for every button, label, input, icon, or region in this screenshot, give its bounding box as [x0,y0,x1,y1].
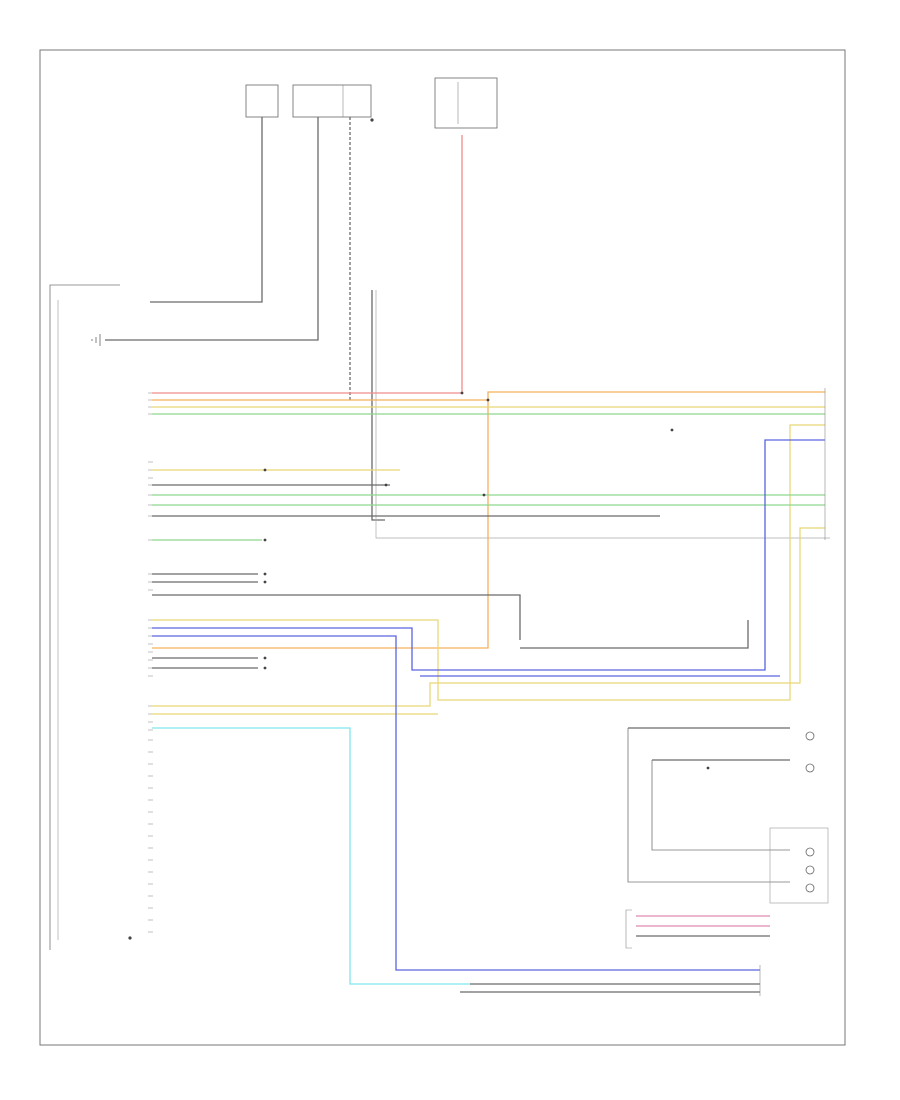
wire-blue-lower [152,635,760,971]
wire-antenna-loop [627,728,790,883]
diagram-frame [39,49,846,1046]
wire-blue-upper [152,439,825,671]
wire-shield-vertical [375,290,830,539]
wire-orange-lower [152,400,489,649]
pin-number-column [148,392,153,933]
ground-symbol-left [91,334,101,346]
wire-top-left-component [150,117,263,303]
splice-points [128,118,710,940]
wire-cyan [152,727,470,985]
ground-symbols-right [805,731,815,893]
wire-orange-top [152,391,825,401]
right-connector-ticks [759,388,826,996]
wire-yellow-lower-2 [152,527,825,707]
top-left-component-box [245,84,279,118]
wire-top-center-component-3 [371,290,385,521]
top-right-relay-box [434,77,498,129]
top-center-component-box [292,84,372,118]
radio-module-outline [49,284,120,950]
wire-top-center-component-1 [105,117,319,341]
wire-gray-right-harness [520,620,749,649]
wire-yellow-lower-1 [152,424,825,701]
antenna-connector-box [769,827,829,904]
wire-red-battery [152,135,463,394]
wire-antenna-loop-2 [651,760,790,851]
wire-gray-drain [152,594,521,640]
connector-bracket-lower [625,909,632,949]
